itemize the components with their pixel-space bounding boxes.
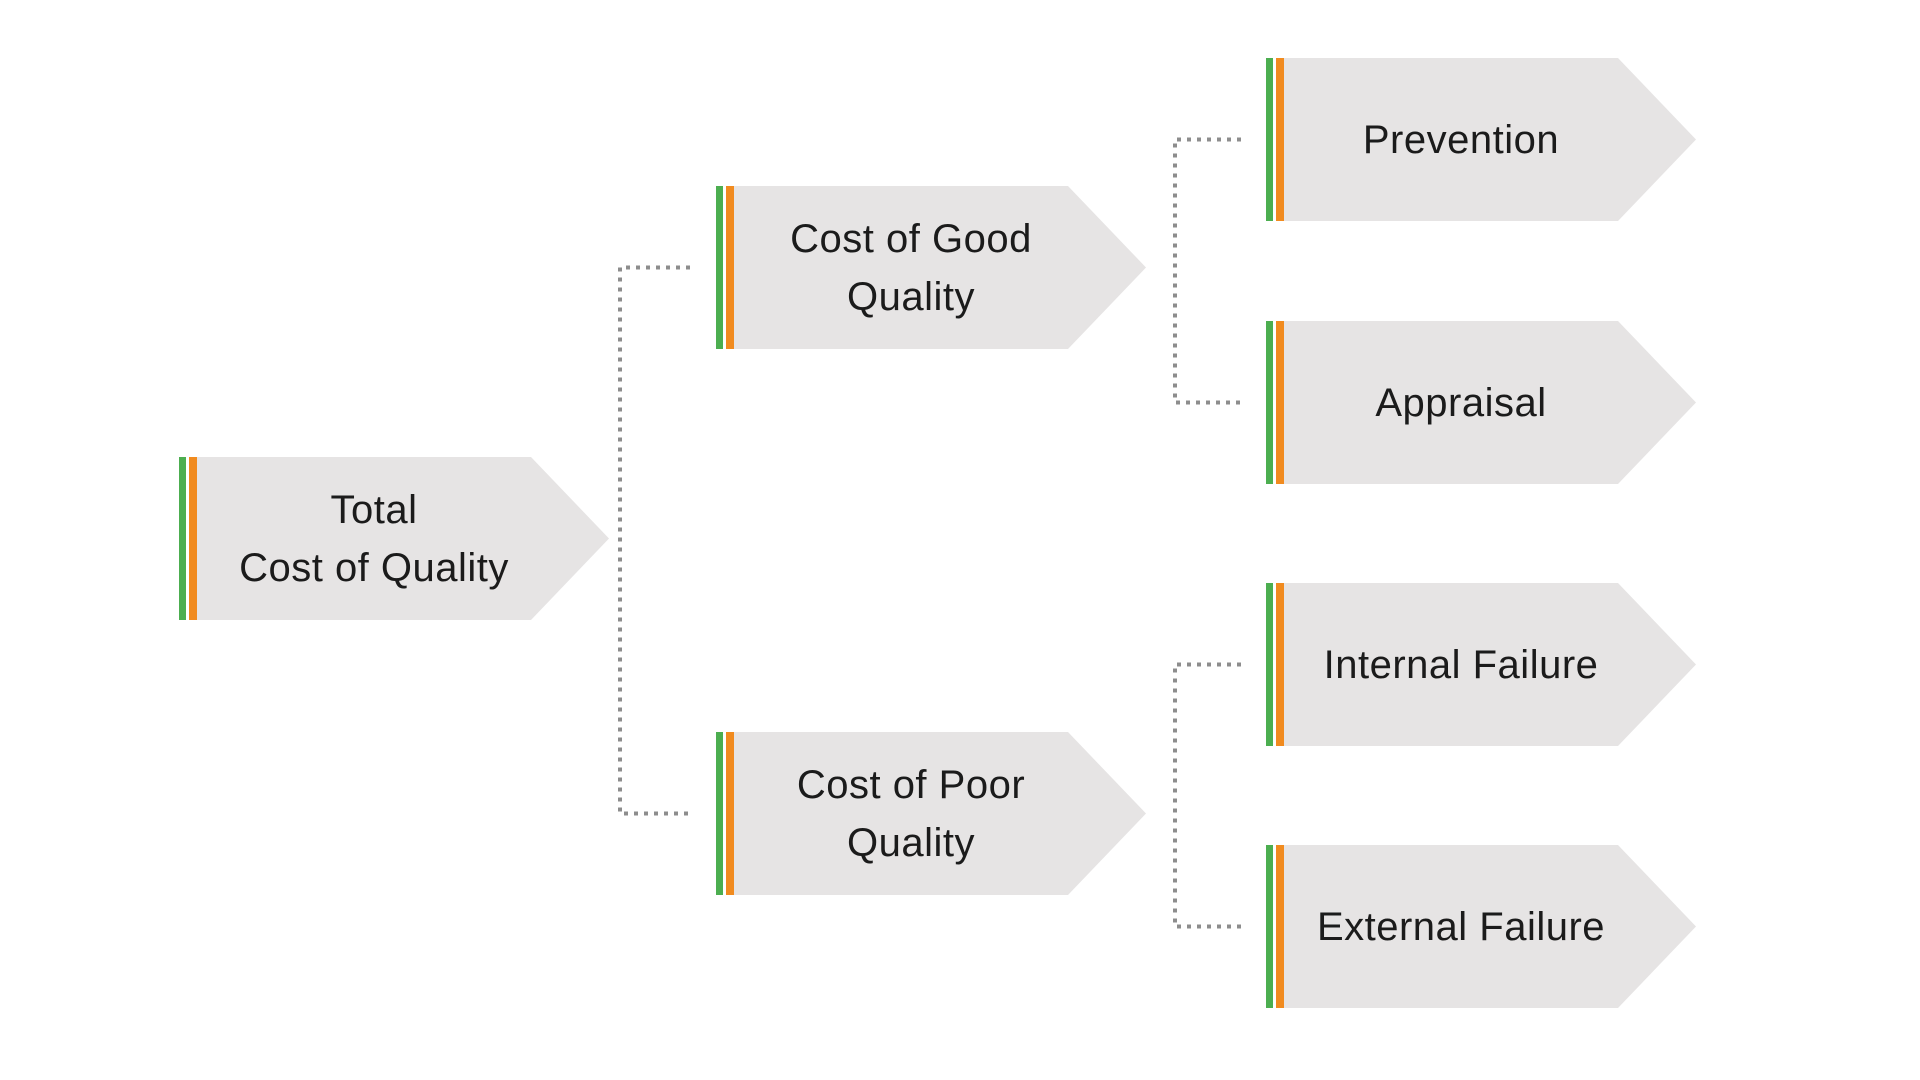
connector-root-to-level2 [618, 265, 690, 816]
green-stripe [1266, 321, 1273, 484]
node-total-cost-of-quality: Total Cost of Quality [179, 457, 609, 620]
green-stripe [716, 186, 723, 349]
label-line: Internal Failure [1323, 642, 1599, 687]
node-cost-of-good-quality: Cost of Good Quality [716, 186, 1146, 349]
arrow-shape [734, 186, 1146, 349]
node-label: Prevention [1284, 58, 1638, 221]
orange-stripe [1276, 58, 1284, 221]
node-label: Total Cost of Quality [197, 457, 551, 620]
green-stripe [1266, 845, 1273, 1008]
node-internal-failure: Internal Failure [1266, 583, 1696, 746]
label-line: External Failure [1316, 904, 1606, 949]
green-stripe [1266, 583, 1273, 746]
label-line: Cost of Quality [239, 545, 509, 590]
node-label: Cost of Poor Quality [734, 732, 1088, 895]
connector-poor-to-children [1173, 662, 1241, 929]
node-label: Cost of Good Quality [734, 186, 1088, 349]
node-cost-of-poor-quality: Cost of Poor Quality [716, 732, 1146, 895]
arrow-shape [734, 732, 1146, 895]
label-line: Cost of Good [790, 216, 1032, 261]
arrow-shape [1284, 845, 1696, 1008]
node-prevention: Prevention [1266, 58, 1696, 221]
arrow-shape [1284, 321, 1696, 484]
orange-stripe [726, 186, 734, 349]
orange-stripe [1276, 845, 1284, 1008]
label-line: Quality [847, 820, 975, 865]
arrow-shape [1284, 58, 1696, 221]
orange-stripe [1276, 583, 1284, 746]
green-stripe [1266, 58, 1273, 221]
label-line: Cost of Poor [796, 762, 1026, 807]
arrow-shape [1284, 583, 1696, 746]
orange-stripe [189, 457, 197, 620]
label-line: Total [330, 487, 418, 532]
label-line: Quality [847, 274, 975, 319]
label-line: Appraisal [1375, 380, 1547, 425]
node-label: Appraisal [1284, 321, 1638, 484]
label-line: Prevention [1362, 117, 1560, 162]
arrow-shape [197, 457, 609, 620]
node-appraisal: Appraisal [1266, 321, 1696, 484]
node-label: Internal Failure [1284, 583, 1638, 746]
green-stripe [716, 732, 723, 895]
orange-stripe [1276, 321, 1284, 484]
orange-stripe [726, 732, 734, 895]
node-external-failure: External Failure [1266, 845, 1696, 1008]
green-stripe [179, 457, 186, 620]
node-label: External Failure [1284, 845, 1638, 1008]
connector-good-to-children [1173, 137, 1241, 405]
